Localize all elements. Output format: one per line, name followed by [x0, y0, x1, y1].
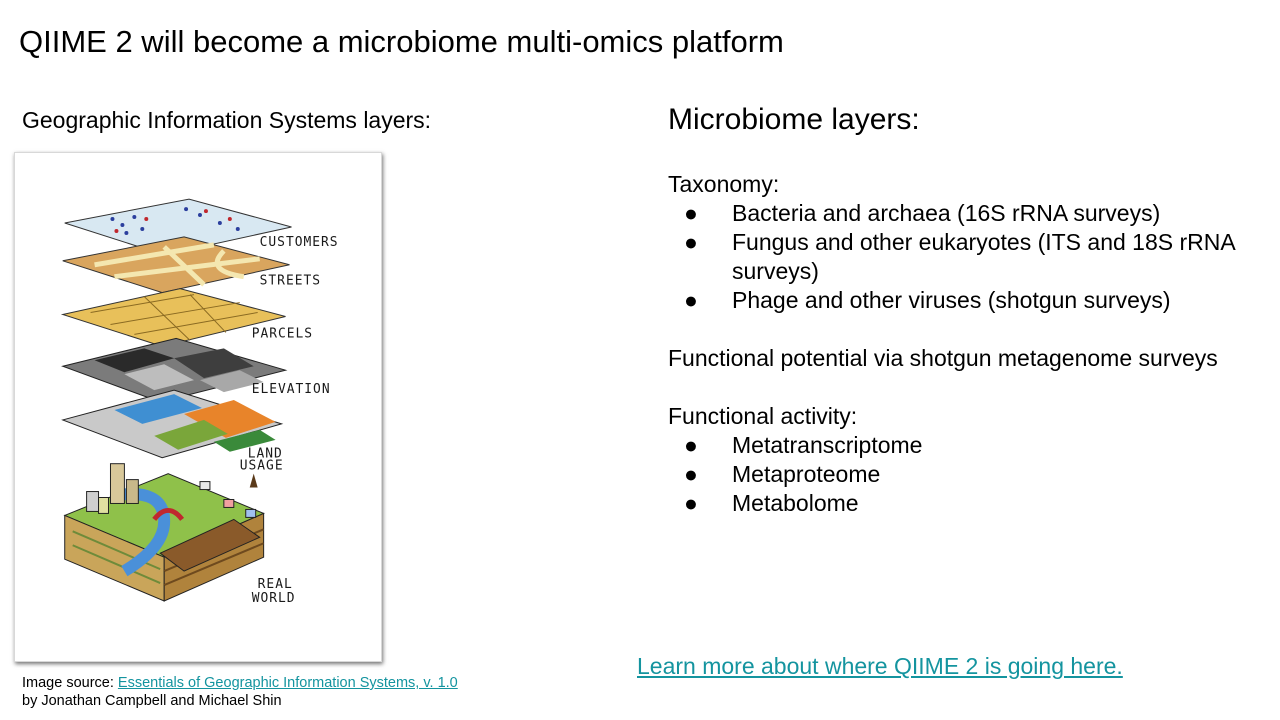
layer-label-elevation: ELEVATION [252, 382, 331, 397]
parcels-layer [60, 288, 286, 347]
image-source-link[interactable]: Essentials of Geographic Information Sys… [117, 675, 458, 691]
bullet-icon: ● [684, 432, 698, 458]
elevation-layer [61, 337, 288, 403]
real-world-block [63, 463, 265, 602]
bullet-icon: ● [684, 200, 698, 226]
layer-label-customers: CUSTOMERS [260, 235, 339, 250]
taxonomy-label: Taxonomy: [668, 171, 780, 197]
layer-label-real: REAL [258, 577, 293, 592]
layer-label-parcels: PARCELS [252, 326, 313, 341]
list-item: ●Fungus and other eukaryotes (ITS and 18… [684, 229, 1235, 284]
activity-label: Functional activity: [668, 403, 858, 429]
microbiome-body: Taxonomy: ●Bacteria and archaea (16S rRN… [668, 170, 1248, 518]
land-usage-layer [61, 389, 284, 459]
layer-label-land: LAND [248, 447, 283, 462]
list-item: ●Bacteria and archaea (16S rRNA surveys) [684, 200, 1161, 226]
customers-layer [64, 198, 292, 256]
bullet-icon: ● [684, 461, 698, 487]
taxonomy-list: ●Bacteria and archaea (16S rRNA surveys)… [668, 199, 1248, 315]
list-item: ●Metabolome [684, 490, 859, 516]
image-source-authors: by Jonathan Campbell and Michael Shin [22, 693, 282, 709]
image-source-prefix: Image source: [22, 675, 118, 691]
streets-layer [62, 236, 290, 294]
bullet-icon: ● [684, 287, 698, 313]
learn-more-link[interactable]: Learn more about where QIIME 2 is going … [637, 653, 1123, 679]
layer-label-usage: USAGE [240, 459, 284, 474]
list-item: ●Metatranscriptome [684, 432, 923, 458]
image-source: Image source: Essentials of Geographic I… [22, 674, 458, 710]
slide-title: QIIME 2 will become a microbiome multi-o… [19, 24, 784, 59]
list-item: ●Phage and other viruses (shotgun survey… [684, 287, 1171, 313]
list-item: ●Metaproteome [684, 461, 881, 487]
bullet-icon: ● [684, 490, 698, 516]
gis-layers-illustration: CUSTOMERS STREETS PARCELS ELEVATION [14, 152, 382, 662]
functional-potential: Functional potential via shotgun metagen… [668, 345, 1218, 371]
bullet-icon: ● [684, 229, 698, 255]
gis-heading: Geographic Information Systems layers: [22, 107, 432, 133]
activity-list: ●Metatranscriptome ●Metaproteome ●Metabo… [668, 431, 1248, 518]
layer-label-streets: STREETS [260, 274, 321, 289]
microbiome-heading: Microbiome layers: [668, 103, 920, 136]
layer-label-world: WORLD [252, 591, 296, 606]
